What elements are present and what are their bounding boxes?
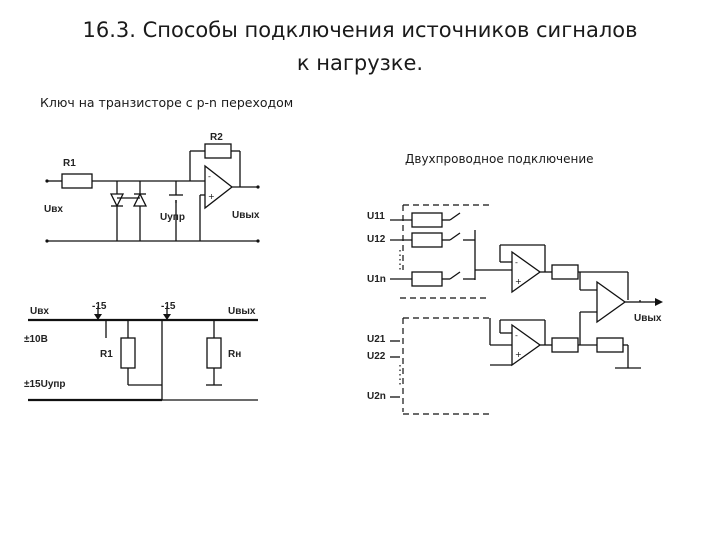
label-u12: U12 bbox=[367, 234, 386, 245]
label-r1: R1 bbox=[63, 158, 76, 169]
circuit-top-left: - + bbox=[44, 132, 260, 243]
slide-subtitle: Ключ на транзисторе с p-n переходом bbox=[40, 95, 294, 110]
resistor-r1-bottom bbox=[120, 337, 136, 369]
resistor-r2 bbox=[204, 143, 232, 159]
diode-2 bbox=[132, 192, 148, 207]
label-minus15-a: -15 bbox=[92, 301, 107, 312]
label-range: ±10В bbox=[24, 334, 48, 345]
resistor-right-2 bbox=[551, 337, 579, 353]
label-rn: Rн bbox=[228, 349, 241, 360]
opamp-plus-sign: + bbox=[208, 192, 215, 201]
resistor-right-1 bbox=[551, 264, 579, 280]
circuit-right: - + - + bbox=[367, 204, 663, 415]
resistor-r1 bbox=[61, 173, 93, 189]
label-u21: U21 bbox=[367, 334, 386, 345]
opamp2-plus: + bbox=[515, 350, 522, 359]
output-terminal bbox=[256, 185, 260, 189]
label-uout-bottom: Uвых bbox=[228, 306, 256, 317]
label-u11: U11 bbox=[367, 211, 385, 222]
label-u22: U22 bbox=[367, 351, 386, 362]
label-u2n: U2n bbox=[367, 391, 386, 402]
opamp-minus-sign: - bbox=[208, 172, 211, 181]
switch-source-u11 bbox=[411, 212, 443, 228]
label-uout: Uвых bbox=[232, 210, 260, 221]
label-r2: R2 bbox=[210, 132, 223, 143]
opamp1-plus: + bbox=[515, 277, 522, 286]
label-r1-bottom: R1 bbox=[100, 349, 113, 360]
switch-source-u1n bbox=[411, 271, 443, 287]
resistor-rn bbox=[206, 337, 222, 369]
label-uin-bottom: Uвх bbox=[30, 306, 49, 317]
diode-1 bbox=[109, 193, 125, 208]
label-minus15-b: -15 bbox=[161, 301, 176, 312]
label-uin: Uвх bbox=[44, 204, 63, 215]
opamp-right-1 bbox=[511, 250, 542, 294]
output-arrow bbox=[655, 298, 663, 306]
opamp1-minus: - bbox=[515, 258, 518, 267]
arrow-left bbox=[94, 314, 102, 320]
label-u1n: U1n bbox=[367, 274, 386, 285]
label-ctrl: ±15Uупр bbox=[24, 379, 66, 390]
opamp-top bbox=[204, 164, 234, 210]
arrow-right bbox=[163, 314, 171, 320]
switch-source-u12 bbox=[411, 232, 443, 248]
resistor-right-3 bbox=[596, 337, 624, 353]
opamp-right-2 bbox=[511, 323, 542, 367]
label-uout-right: Uвых bbox=[634, 313, 662, 324]
right-circuit-caption: Двухпроводное подключение bbox=[405, 152, 594, 166]
slide-title-line2: к нагрузке. bbox=[296, 51, 424, 75]
opamp2-minus: - bbox=[515, 331, 518, 340]
label-uctrl: Uупр bbox=[160, 212, 185, 223]
slide-title-line1: 16.3. Способы подключения источников сиг… bbox=[82, 18, 638, 42]
ground-terminal-right bbox=[256, 239, 260, 243]
opamp-right-diff bbox=[596, 280, 627, 324]
circuit-bottom-left: Uвх -15 -15 Uвых ±10В ±15Uупр R1 Rн bbox=[24, 301, 258, 402]
